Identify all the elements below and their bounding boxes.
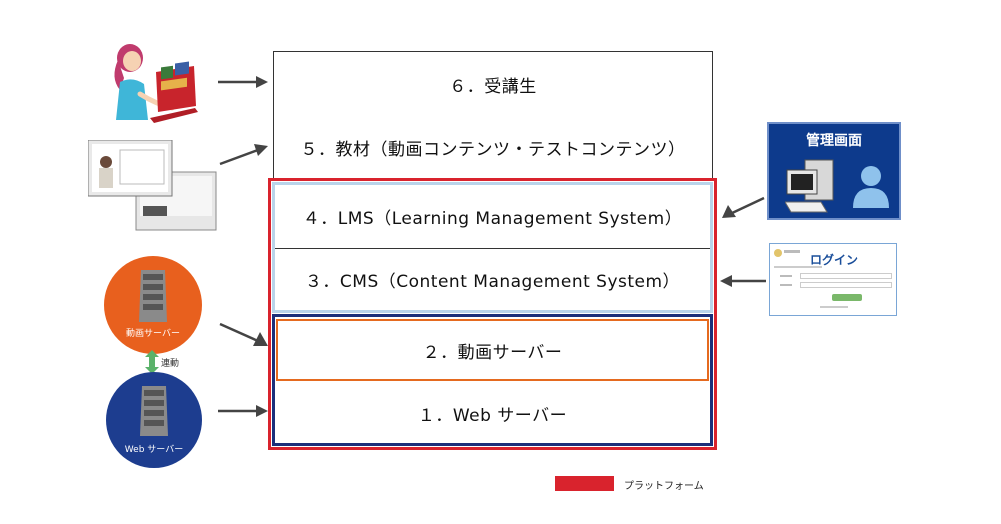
server-icon (140, 386, 168, 436)
admin-panel-illustration: 管理画面 (767, 122, 901, 220)
layer-2-video-server: ２．動画サーバー (276, 319, 709, 381)
legend-swatch (555, 476, 614, 491)
server-icon (139, 270, 167, 322)
layer-1-label: １．Web サーバー (417, 405, 568, 426)
layer-3-cms: ３．CMS（Content Management System） (275, 249, 710, 310)
bidirectional-arrow-icon (145, 350, 159, 374)
layer-3-label: ３．CMS（Content Management System） (304, 272, 681, 292)
video-server-node: 動画サーバー (104, 256, 202, 354)
platform-border (268, 178, 717, 450)
user-silhouette-icon (853, 166, 889, 208)
layer-2-label: ２．動画サーバー (422, 342, 563, 363)
arrow-videoserver-to-layer2 (218, 322, 268, 348)
video-server-label: 動画サーバー (126, 329, 180, 339)
management-systems-group: ４．LMS（Learning Management System） ３．CMS（… (272, 182, 713, 313)
layer-6-students: ６．受講生 (273, 51, 713, 117)
layer-4-lms: ４．LMS（Learning Management System） (275, 185, 710, 249)
course-material-screens (87, 139, 218, 232)
student-laptop-illustration (100, 38, 200, 126)
admin-panel-title: 管理画面 (806, 133, 862, 149)
layer-stack: ６．受講生 ５．教材（動画コンテンツ・テストコンテンツ） (273, 51, 713, 446)
web-server-node: Web サーバー (106, 372, 202, 468)
login-screen-thumbnail: ログイン (769, 243, 897, 316)
arrow-materials-to-layer5 (218, 142, 268, 166)
arrow-admin-to-layer4 (722, 196, 766, 220)
arrow-student-to-layer6 (218, 76, 268, 88)
layer-4-label: ４．LMS（Learning Management System） (302, 209, 683, 229)
legend-label: プラットフォーム (624, 481, 704, 492)
login-title: ログイン (810, 253, 859, 267)
computer-icon (785, 159, 834, 213)
arrow-webserver-to-layer1 (218, 405, 268, 417)
web-server-label: Web サーバー (124, 445, 184, 455)
link-label: 連動 (161, 359, 180, 369)
layer-5-materials: ５．教材（動画コンテンツ・テストコンテンツ） (273, 116, 713, 180)
layer-6-label: ６．受講生 (449, 76, 537, 97)
server-group: ２．動画サーバー １．Web サーバー (272, 314, 713, 446)
layer-5-label: ５．教材（動画コンテンツ・テストコンテンツ） (300, 140, 686, 160)
arrow-login-to-layer3 (720, 275, 766, 287)
layer-1-web-server: １．Web サーバー (275, 383, 710, 443)
